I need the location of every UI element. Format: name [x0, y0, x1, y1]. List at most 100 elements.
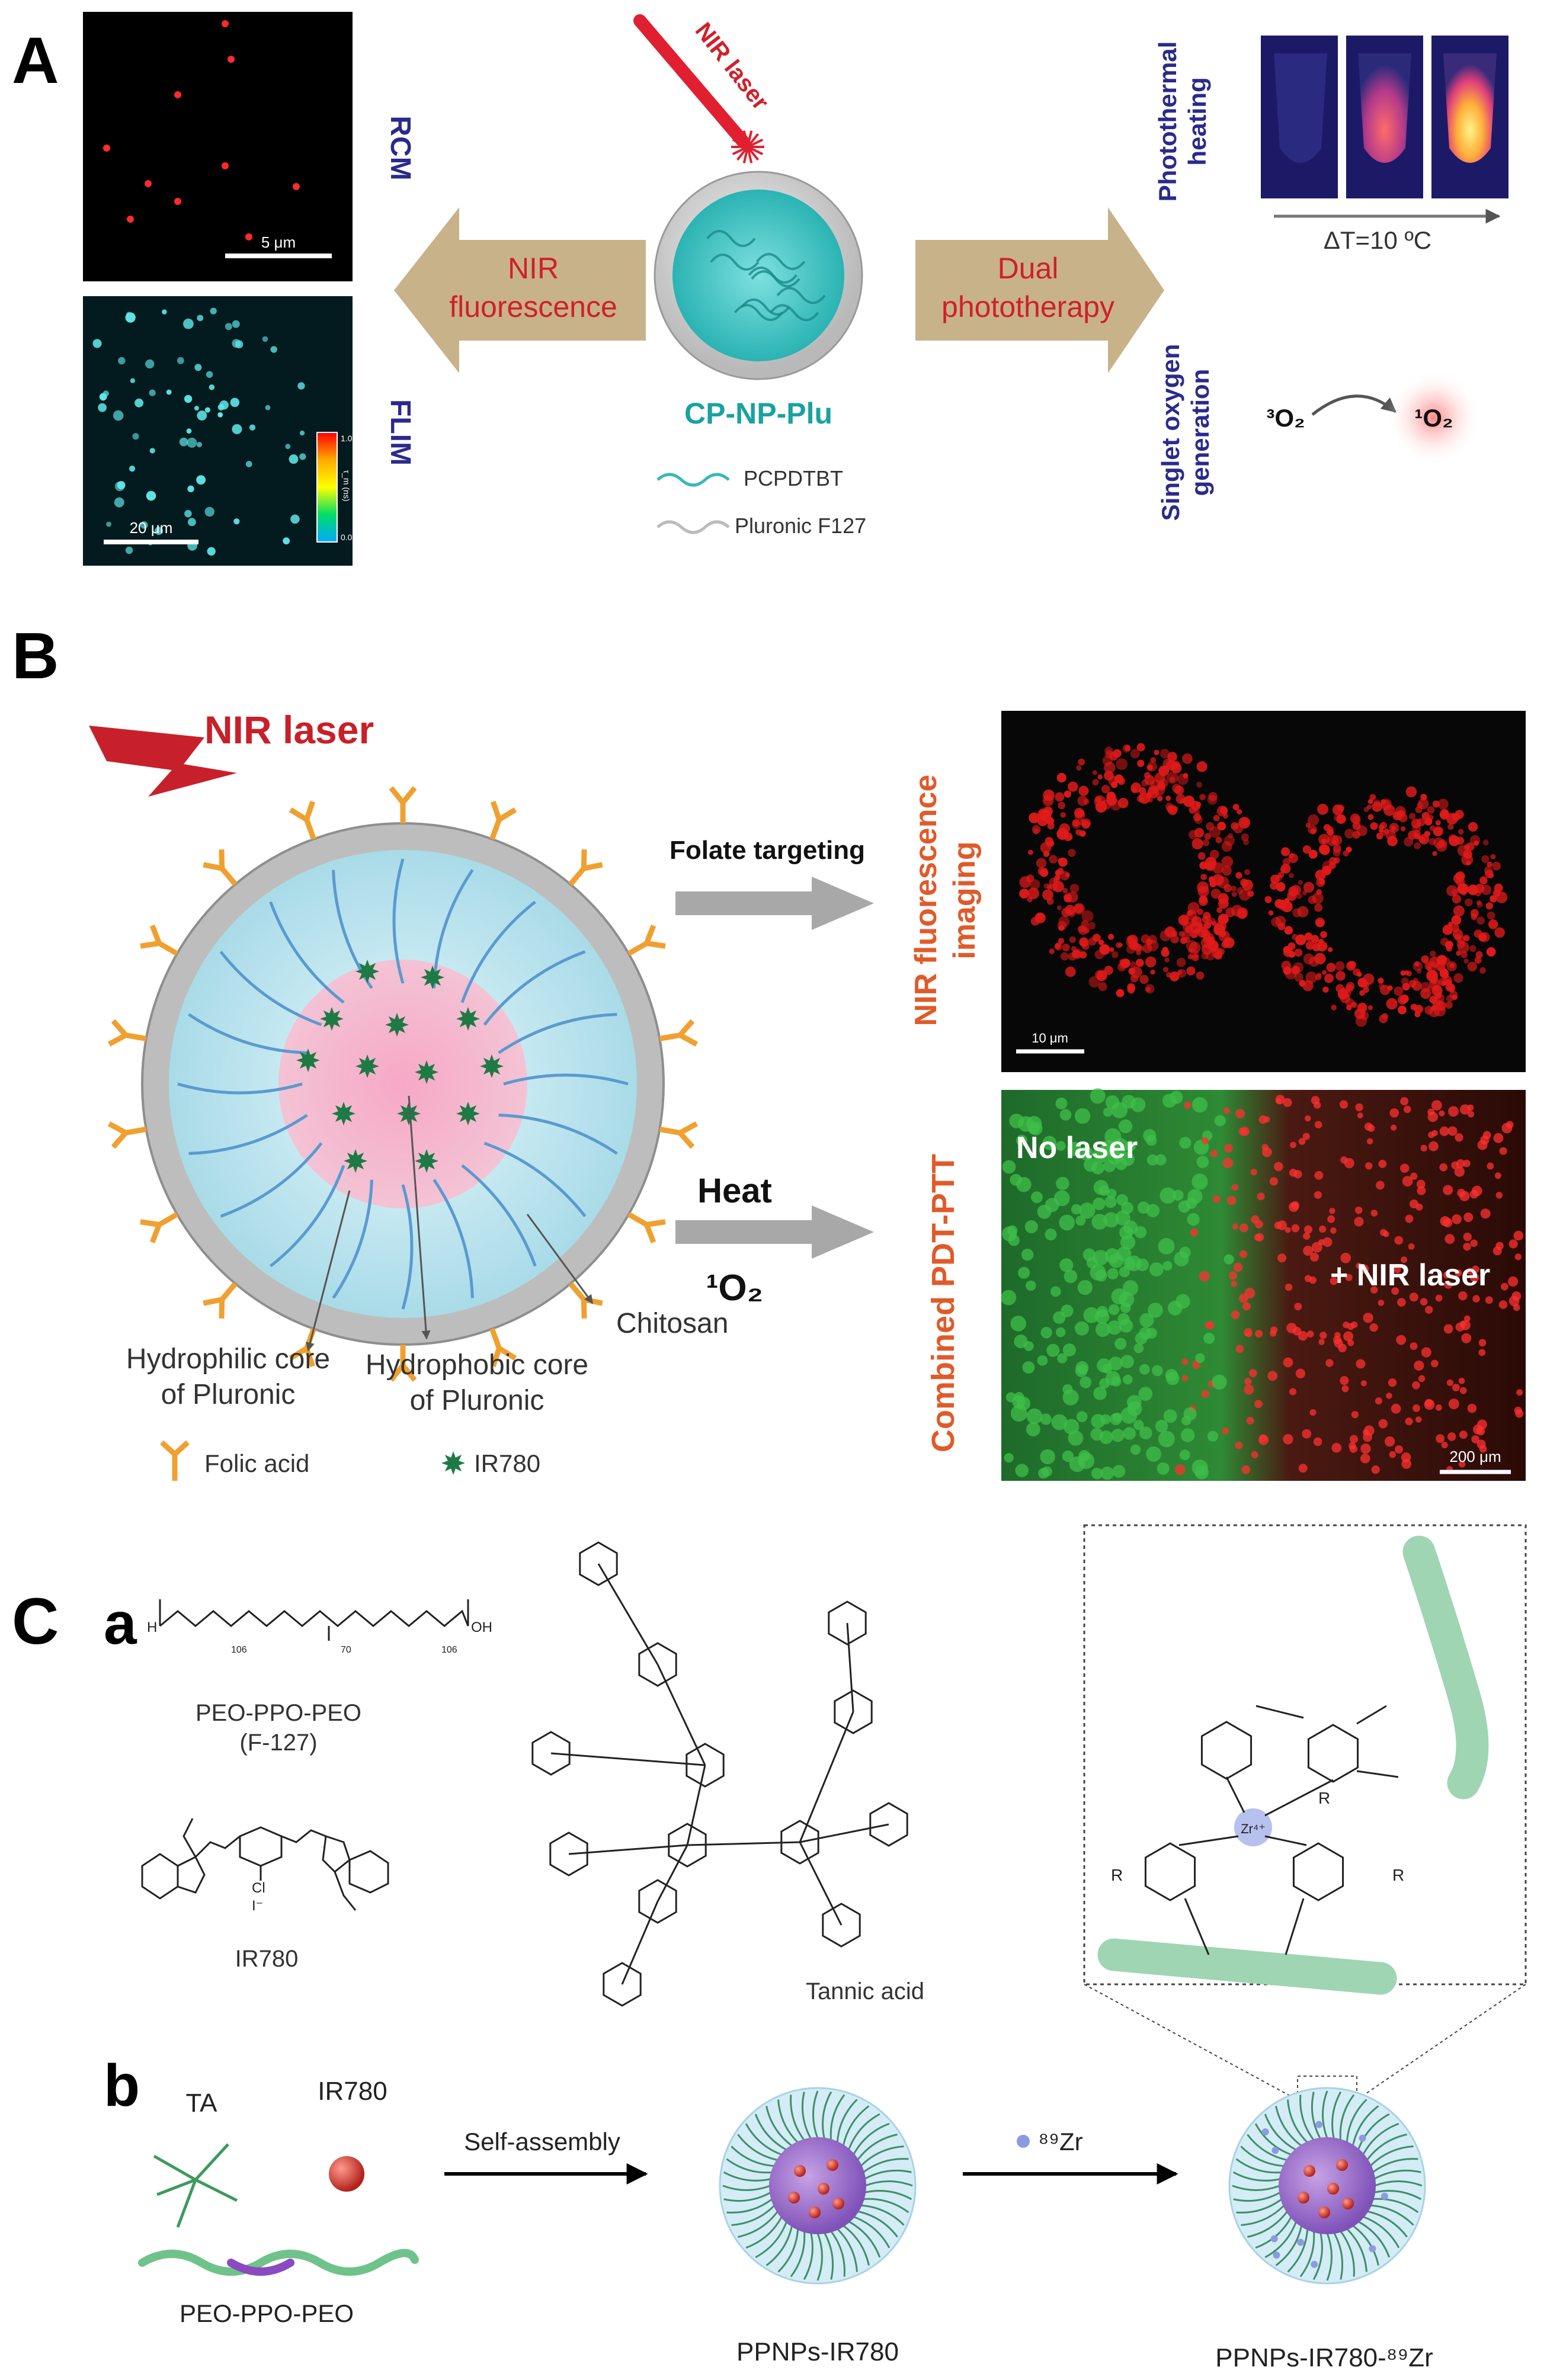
cell-dot [1091, 1414, 1106, 1429]
singlet-line2: generation [1186, 369, 1214, 496]
hydrophilic-line2: of Pluronic [161, 1379, 296, 1410]
cell-dot [1364, 1122, 1373, 1131]
cell-dot [1139, 1426, 1152, 1440]
np-ir780 [818, 2183, 829, 2195]
np-chain [842, 2105, 870, 2147]
cell-dot [1199, 1271, 1210, 1282]
flim-dot [187, 518, 196, 527]
cell-granule [1446, 995, 1454, 1002]
cell-dot [1102, 1364, 1113, 1374]
np-chain [1247, 2211, 1288, 2238]
coordination-bond [1356, 1770, 1399, 1778]
cell-granule [1064, 790, 1072, 798]
rcm-dot [145, 180, 152, 187]
folic-acid-ligand [389, 1345, 417, 1382]
cell-granule [1037, 867, 1046, 875]
cell-dot [1155, 1419, 1168, 1433]
cell-granule [1182, 753, 1193, 764]
cell-granule [1218, 898, 1229, 909]
cell-granule [1449, 835, 1460, 846]
inset-r-right: R [1392, 1866, 1404, 1884]
cell-dot [1365, 1162, 1373, 1170]
cell-dot [1371, 1465, 1380, 1474]
np-chain [1312, 2232, 1323, 2280]
cell-granule [1043, 806, 1053, 816]
ir780-name: IR780 [235, 1946, 299, 1972]
flim-dot [186, 428, 192, 434]
cell-dot [1394, 1266, 1401, 1274]
cell-dot [1356, 1262, 1362, 1269]
folic-acid-mark [489, 1327, 517, 1368]
legend-pluronic-icon [656, 520, 730, 534]
coordination-bond [1225, 1776, 1245, 1813]
cell-granule [1215, 920, 1226, 932]
cell-dot [1402, 1176, 1413, 1187]
cell-granule [1170, 935, 1179, 944]
cell-granule [1177, 968, 1187, 978]
cell-dot [1388, 1378, 1397, 1387]
zr-label: ⁸⁹Zr [1038, 2128, 1082, 2156]
np-hydrophobic-core [278, 960, 527, 1208]
cell-dot [1443, 1324, 1453, 1334]
np-chain [723, 2192, 771, 2202]
np-chain [864, 2180, 913, 2187]
cell-dot [1417, 1186, 1426, 1195]
cell-dot [1459, 1430, 1468, 1439]
cell-granule [1117, 778, 1125, 785]
cell-granule [1221, 941, 1229, 948]
cell-granule [1417, 802, 1424, 809]
flim-dot [194, 406, 199, 411]
cell-granule [1366, 804, 1372, 810]
zr-ion [1234, 1808, 1272, 1846]
cell-granule [1333, 844, 1341, 853]
cell-dot [1190, 1228, 1199, 1237]
folic-acid-ligand [140, 1212, 179, 1243]
cell-dot [1104, 1195, 1117, 1208]
np-chain [737, 2134, 779, 2161]
cell-granule [1324, 973, 1334, 983]
cell-granule [1297, 906, 1309, 918]
cell-granule [1463, 958, 1469, 964]
cell-granule [1066, 835, 1072, 841]
flim-dot [132, 433, 139, 440]
cell-granule [1486, 947, 1496, 957]
cell-granule [1453, 905, 1465, 917]
thermal-tube-1-shape [1274, 53, 1327, 163]
np-chain [1372, 2198, 1419, 2214]
flim-dot [184, 509, 192, 518]
cell-granule [1187, 954, 1193, 960]
ester-bond [846, 1622, 854, 1712]
cell-dot [1107, 1268, 1119, 1279]
cell-granule [1231, 891, 1237, 897]
sub-106b: 106 [441, 1645, 457, 1655]
cell-granule [1317, 803, 1328, 815]
cell-granule [1026, 874, 1034, 883]
cell-dot [1501, 1122, 1513, 1134]
ir780-star [344, 1149, 367, 1173]
cell-dot [1107, 1188, 1117, 1199]
rcm-dot [103, 145, 110, 152]
cell-dot [1305, 1115, 1311, 1122]
cell-dot [1350, 1321, 1358, 1329]
cell-granule [1204, 833, 1212, 840]
np-chain [1264, 2221, 1298, 2259]
np-chain [1287, 2099, 1308, 2144]
delta-t-label: ΔT=10 ºC [1324, 226, 1431, 254]
pluronic-chain [270, 1165, 345, 1268]
cell-dot [1233, 1262, 1243, 1272]
phenyl-ring [668, 1823, 707, 1868]
cell-granule [1068, 781, 1078, 792]
rcm-dot [222, 162, 229, 169]
coordination-bond [1264, 1779, 1334, 1817]
cell-dot [1386, 1393, 1392, 1399]
cell-granule [1387, 836, 1398, 846]
cell-dot [1441, 1441, 1448, 1449]
np-chain [803, 2232, 813, 2280]
flim-dot [233, 518, 240, 525]
cell-dot [1146, 1154, 1158, 1166]
polymer-chain [776, 287, 826, 304]
cell-dot [1201, 1137, 1209, 1144]
cell-granule [1487, 911, 1495, 920]
ester-bond [799, 1842, 843, 1926]
cell-dot [1184, 1101, 1192, 1109]
